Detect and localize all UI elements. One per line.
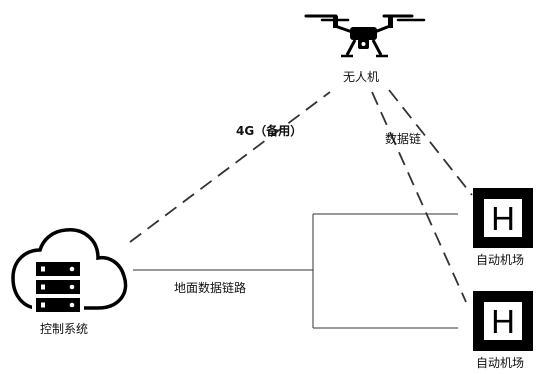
helipad-top-glyph: H bbox=[491, 200, 515, 237]
drone-icon bbox=[304, 14, 426, 58]
backup-4g-label: 4G（备用） bbox=[236, 124, 303, 138]
ground-link-lines bbox=[133, 213, 458, 329]
helipad-bottom-icon: H bbox=[473, 291, 533, 351]
ground-link-label: 地面数据链路 bbox=[174, 281, 247, 295]
drone-label: 无人机 bbox=[343, 70, 380, 84]
station-bottom-label: 自动机场 bbox=[476, 356, 525, 370]
station-top-label: 自动机场 bbox=[476, 253, 525, 267]
helipad-top-icon: H bbox=[473, 188, 533, 248]
datalink-label: 数据链 bbox=[385, 132, 422, 146]
datalink-lines bbox=[371, 89, 473, 303]
helipad-bottom-glyph: H bbox=[491, 303, 515, 340]
control-system-label: 控制系统 bbox=[40, 322, 89, 336]
backup-4g-link bbox=[129, 91, 331, 243]
cloud-server-icon bbox=[11, 228, 128, 316]
